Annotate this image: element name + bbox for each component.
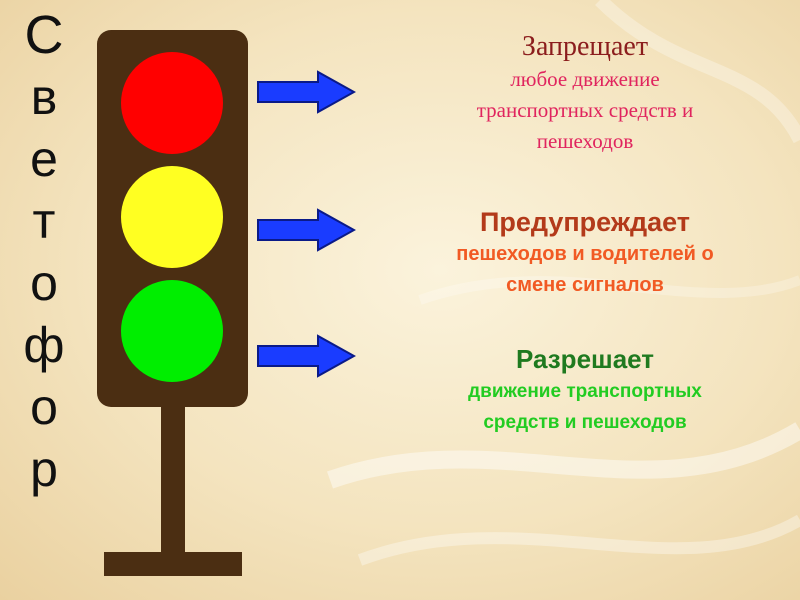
arrow-right-icon: [256, 70, 356, 114]
green-text-line: движение транспортных: [390, 376, 780, 407]
yellow-text-line: смене сигналов: [390, 270, 780, 301]
title-letter: о: [14, 376, 74, 438]
traffic-light-pole: [161, 405, 185, 555]
vertical-title: С в е т о ф о р: [14, 4, 74, 500]
yellow-light: [121, 166, 223, 268]
title-letter: т: [14, 190, 74, 252]
red-heading: Запрещает: [390, 30, 780, 64]
yellow-heading: Предупреждает: [390, 205, 780, 239]
red-light: [121, 52, 223, 154]
title-letter: о: [14, 252, 74, 314]
green-text-line: средств и пешеходов: [390, 407, 780, 438]
red-text-line: транспортных средств и: [390, 95, 780, 126]
title-letter: р: [14, 438, 74, 500]
title-letter: е: [14, 128, 74, 190]
green-description: Разрешает движение транспортных средств …: [390, 342, 780, 438]
red-text-line: пешеходов: [390, 126, 780, 157]
title-letter: С: [14, 4, 74, 66]
green-heading: Разрешает: [390, 342, 780, 376]
yellow-text-line: пешеходов и водителей о: [390, 239, 780, 270]
title-letter: ф: [14, 314, 74, 376]
arrow-right-icon: [256, 208, 356, 252]
red-text-line: любое движение: [390, 64, 780, 95]
arrow-right-icon: [256, 334, 356, 378]
title-letter: в: [14, 66, 74, 128]
yellow-description: Предупреждает пешеходов и водителей о см…: [390, 205, 780, 301]
traffic-light-housing: [97, 30, 248, 407]
red-description: Запрещает любое движение транспортных ср…: [390, 30, 780, 157]
traffic-light-base: [104, 552, 242, 576]
green-light: [121, 280, 223, 382]
